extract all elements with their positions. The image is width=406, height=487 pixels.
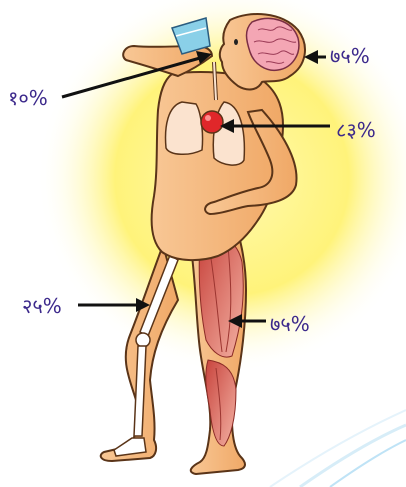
corner-stripes <box>270 410 406 487</box>
eye <box>234 39 238 45</box>
heart <box>201 111 223 133</box>
heart-water-label: ८३% <box>336 120 376 140</box>
brain-water-label: ७५% <box>330 46 370 66</box>
left-lung <box>166 102 203 154</box>
foot-bones <box>114 438 146 456</box>
mouth-water-label: १०% <box>8 88 48 108</box>
muscle-water-label: ७५% <box>270 314 310 334</box>
bone-water-label: २५% <box>22 296 62 316</box>
knee-joint <box>136 333 150 347</box>
